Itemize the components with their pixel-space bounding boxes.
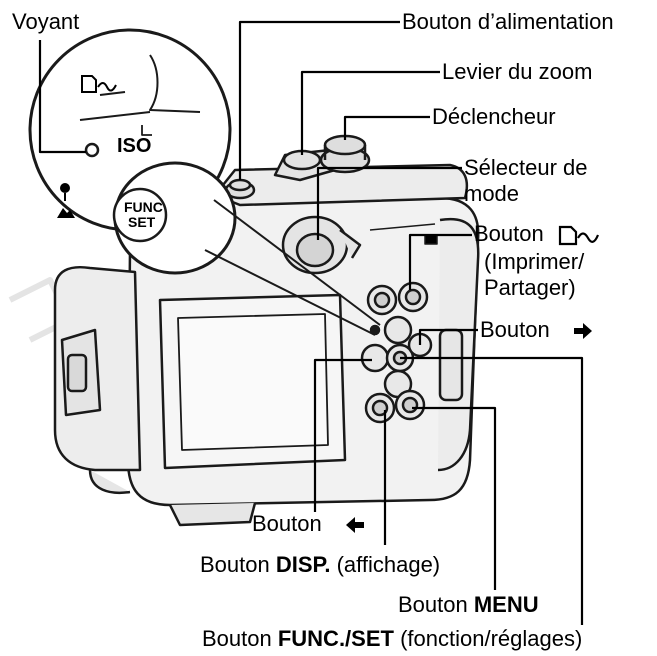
label-shutter: Déclencheur xyxy=(432,105,556,129)
left-arrow-icon xyxy=(344,516,366,534)
callout-func-line1: FUNC xyxy=(124,200,163,214)
label-disp-suffix: (affichage) xyxy=(330,552,440,577)
callout-print-icon xyxy=(80,70,118,94)
label-menu-prefix: Bouton xyxy=(398,592,474,617)
side-door xyxy=(55,267,140,470)
right-arrow-icon xyxy=(572,322,594,340)
label-func-suffix: (fonction/réglages) xyxy=(394,626,582,651)
label-menu-button: Bouton MENU xyxy=(398,593,539,617)
label-print-line3: Partager) xyxy=(484,276,576,300)
label-print-prefix: Bouton xyxy=(474,221,544,246)
label-menu-bold: MENU xyxy=(474,592,539,617)
leader-shutter xyxy=(345,117,430,140)
label-print-line2: (Imprimer/ xyxy=(484,250,584,274)
label-power-button: Bouton d’alimentation xyxy=(402,10,614,34)
label-print-button: Bouton xyxy=(474,222,600,246)
label-disp-button: Bouton DISP. (affichage) xyxy=(200,553,440,577)
label-disp-prefix: Bouton xyxy=(200,552,276,577)
label-func-bold: FUNC./SET xyxy=(278,626,394,651)
print-share-icon xyxy=(80,72,118,94)
label-disp-bold: DISP. xyxy=(276,552,331,577)
label-left-prefix: Bouton xyxy=(252,511,322,536)
label-zoom-lever: Levier du zoom xyxy=(442,60,592,84)
macro-flower-icon xyxy=(55,180,75,220)
label-right-prefix: Bouton xyxy=(480,317,550,342)
callout-macro-icon xyxy=(55,180,75,220)
shutter-graphic xyxy=(321,136,369,172)
lcd-screen xyxy=(160,295,345,468)
label-mode-line2: mode xyxy=(464,182,519,206)
control-buttons xyxy=(362,283,431,422)
label-voyant: Voyant xyxy=(12,10,79,34)
label-func-prefix: Bouton xyxy=(202,626,278,651)
label-left-button: Bouton xyxy=(252,512,366,536)
label-mode-line1: Sélecteur de xyxy=(464,156,588,180)
callout-func-line2: SET xyxy=(128,215,155,229)
callout-iso-label: ISO xyxy=(117,134,151,158)
mountain-icon xyxy=(57,208,75,218)
label-func-button: Bouton FUNC./SET (fonction/réglages) xyxy=(202,627,582,651)
print-share-icon xyxy=(558,224,600,246)
leader-zoom xyxy=(302,72,440,155)
label-right-button: Bouton xyxy=(480,318,594,342)
